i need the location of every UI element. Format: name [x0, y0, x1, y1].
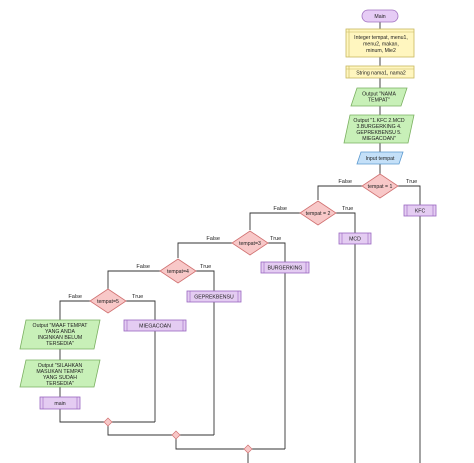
- declare-string-label: String nama1, nama2: [356, 71, 406, 77]
- output-choose-line-4: TERSEDIA": [46, 381, 74, 387]
- output-menu-line-4: MIEGACOAN": [362, 136, 396, 142]
- decision-5-true-label: True: [132, 294, 143, 300]
- output-menu-line-3: GEPREKBENSU 5.: [356, 130, 401, 136]
- output-not-available-line-3: INGINKAN BELUM: [38, 335, 82, 341]
- output-not-available-line-2: YANG ANDA: [45, 329, 75, 335]
- decision-1-false-label: False: [338, 179, 352, 185]
- decision-4-label: tempat=4: [167, 269, 189, 275]
- decision-3-label: tempat=3: [239, 241, 261, 247]
- output-not-available-line-4: TERSEDIA": [46, 341, 74, 347]
- call-mcd-label: MCD: [349, 236, 361, 242]
- output-menu-box: Output "1.KFC 2.MCD 3.BURGERKING 4. GEPR…: [343, 114, 415, 144]
- decision-tempat-1: tempat = 1 True False: [338, 173, 417, 199]
- declare-integer-line-1: Integer tempat, menu1,: [354, 35, 408, 41]
- decision-2-label: tempat = 2: [306, 211, 331, 217]
- decision-tempat-4: tempat=4 True False: [136, 258, 211, 284]
- decision-3-false-label: False: [206, 236, 220, 242]
- call-main-label: main: [54, 401, 65, 407]
- call-burgerking-label: BURGERKING: [268, 265, 303, 271]
- decision-4-false-label: False: [136, 264, 150, 270]
- decision-5-false-label: False: [68, 294, 82, 300]
- input-label: Input tempat: [366, 156, 395, 162]
- call-kfc: KFC: [403, 204, 437, 217]
- call-miegacoan: MIEGACOAN: [123, 319, 187, 332]
- output-title-line-1: Output "NAMA: [362, 92, 396, 98]
- start-label: Main: [374, 14, 385, 20]
- decision-2-true-label: True: [342, 206, 353, 212]
- merge-point-2: [171, 430, 181, 440]
- declare-integer-line-2: menu2, makan,: [363, 42, 399, 48]
- declare-string-box: String nama1, nama2: [345, 65, 415, 79]
- call-geprekbensu: GEPREKBENSU: [186, 290, 242, 303]
- output-choose-line-3: YANG SUDAH: [43, 375, 77, 381]
- declare-integer-line-3: minum, Mie2: [366, 48, 396, 54]
- output-choose-line-1: Output "SILAHKAN: [38, 363, 83, 369]
- connector-lines: [59, 22, 421, 463]
- call-mcd: MCD: [338, 232, 372, 245]
- decision-5-label: tempat=5: [97, 299, 119, 305]
- output-choose-line-2: MASUKAN TEMPAT: [36, 369, 84, 375]
- declare-integer-box: Integer tempat, menu1, menu2, makan, min…: [345, 28, 415, 58]
- call-main: main: [39, 396, 81, 410]
- decision-1-true-label: True: [406, 179, 417, 185]
- decision-1-label: tempat = 1: [368, 184, 393, 190]
- decision-tempat-5: tempat=5 True False: [68, 288, 143, 314]
- output-title-line-2: TEMPAT": [368, 98, 390, 104]
- call-kfc-label: KFC: [415, 208, 426, 214]
- merge-point-3: [243, 444, 253, 454]
- merge-point-1: [103, 417, 113, 427]
- decision-tempat-3: tempat=3 True False: [206, 230, 281, 256]
- start-terminal: Main: [361, 9, 399, 23]
- decision-4-true-label: True: [200, 264, 211, 270]
- output-title-box: Output "NAMA TEMPAT": [350, 87, 408, 107]
- decision-tempat-2: tempat = 2 True False: [273, 200, 353, 226]
- output-menu-line-2: 3.BURGERKING 4.: [357, 124, 402, 130]
- call-geprekbensu-label: GEPREKBENSU: [194, 294, 234, 300]
- input-box: Input tempat: [356, 151, 404, 165]
- decision-3-true-label: True: [270, 236, 281, 242]
- output-menu-line-1: Output "1.KFC 2.MCD: [353, 118, 404, 124]
- call-miegacoan-label: MIEGACOAN: [139, 323, 171, 329]
- output-choose-box: Output "SILAHKAN MASUKAN TEMPAT YANG SUD…: [19, 359, 101, 388]
- call-burgerking: BURGERKING: [260, 261, 310, 274]
- decision-2-false-label: False: [273, 206, 287, 212]
- output-not-available-line-1: Output "MAAF TEMPAT: [33, 323, 89, 329]
- output-not-available-box: Output "MAAF TEMPAT YANG ANDA INGINKAN B…: [19, 319, 101, 350]
